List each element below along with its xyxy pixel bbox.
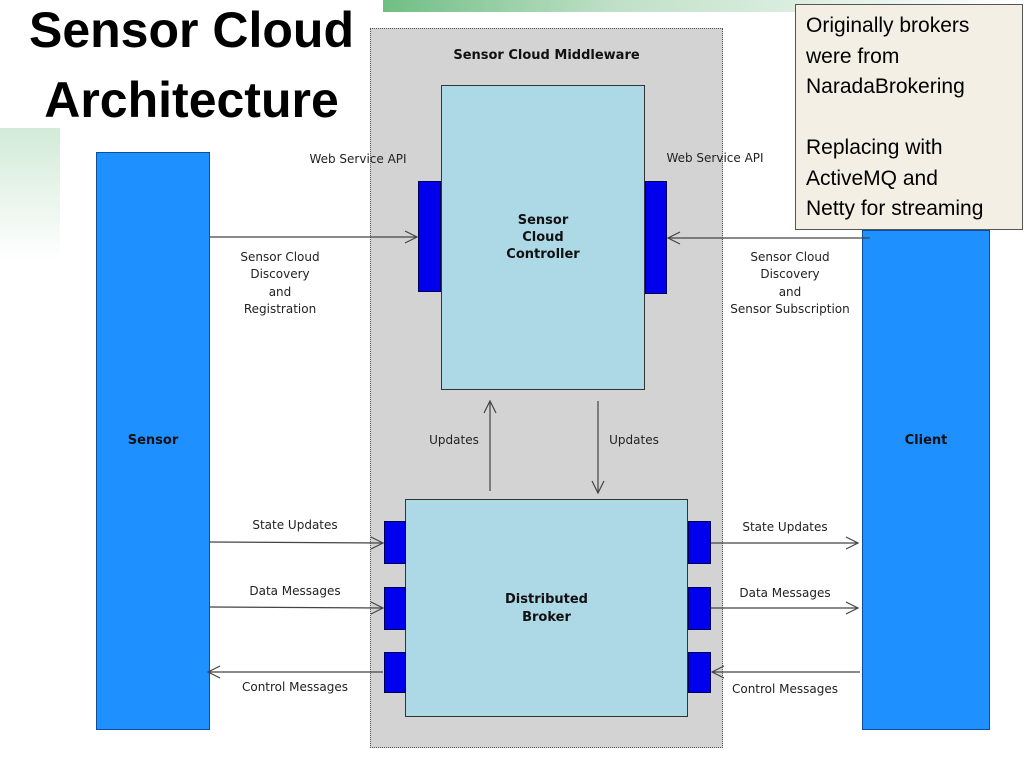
arrow-sensor-state-updates (209, 541, 384, 544)
left-discovery-line-3: and (268, 285, 292, 299)
distributed-broker (405, 499, 688, 717)
right-state-updates-label: State Updates (742, 520, 828, 534)
arrow-head-sensor-to-controller (404, 230, 419, 244)
client-pillar (862, 230, 990, 730)
right-discovery-line-2: Discovery (760, 267, 820, 281)
note-line (806, 103, 1012, 134)
arrow-head-control-to-sensor (206, 665, 221, 679)
note-line: were from (806, 44, 900, 68)
left-discovery-line-1: Sensor Cloud (240, 250, 320, 264)
arrow-head-client-data-messages (845, 601, 860, 615)
arrow-head-client-state-updates (845, 536, 860, 550)
broker-port-right-data (688, 587, 711, 630)
right-control-messages-label: Control Messages (731, 682, 839, 696)
slide-title-line-1: Sensor Cloud (28, 2, 355, 58)
controller-port-right (645, 181, 667, 294)
broker-port-left-data (384, 587, 406, 630)
controller-port-left (418, 181, 441, 292)
note-line: NaradaBrokering (806, 75, 965, 98)
left-discovery-line-2: Discovery (250, 267, 310, 281)
note-box: Originally brokers were from NaradaBroke… (795, 4, 1023, 230)
controller-label-line-1: Sensor (517, 213, 569, 228)
client-label: Client (904, 433, 948, 448)
note-line: ActiveMQ and (806, 166, 938, 190)
left-data-messages-label: Data Messages (249, 584, 341, 598)
right-data-messages-label: Data Messages (739, 586, 831, 600)
broker-port-left-state (384, 521, 406, 564)
sensor-cloud-controller (441, 85, 645, 390)
arrow-head-updates-down (591, 480, 605, 495)
updates-down-label: Updates (609, 433, 659, 447)
sensor-pillar (96, 152, 210, 730)
broker-label-line-1: Distributed (505, 592, 588, 607)
broker-port-left-control (384, 652, 406, 693)
left-state-updates-label: State Updates (252, 518, 338, 532)
sensor-label: Sensor (127, 433, 179, 448)
right-discovery-line-4: Sensor Subscription (730, 302, 850, 316)
arrow-sensor-data-messages (209, 606, 384, 609)
controller-label-line-3: Controller (506, 247, 580, 262)
arrow-head-client-control-messages (710, 665, 725, 679)
left-discovery-line-4: Registration (243, 302, 317, 316)
arrow-head-updates-up (483, 399, 497, 414)
left-control-messages-label: Control Messages (241, 680, 349, 694)
broker-port-right-control (688, 652, 711, 693)
slide-title-line-2: Architecture (44, 72, 339, 128)
right-discovery-line-1: Sensor Cloud (750, 250, 830, 264)
broker-label-line-2: Broker (522, 610, 571, 625)
arrow-head-sensor-state-updates (370, 536, 385, 550)
right-discovery-line-3: and (778, 285, 802, 299)
middleware-label: Sensor Cloud Middleware (453, 48, 640, 63)
web-service-api-left-label: Web Service API (309, 152, 407, 166)
slide-title: Sensor Cloud Architecture (0, 0, 383, 128)
web-service-api-right-label: Web Service API (666, 151, 764, 165)
arrow-head-client-to-controller (666, 231, 681, 245)
note-line: Replacing with (806, 136, 943, 159)
controller-label-line-2: Cloud (522, 230, 564, 245)
note-line: Netty for streaming (806, 197, 984, 220)
updates-up-label: Updates (429, 433, 479, 447)
broker-port-right-state (688, 521, 711, 564)
arrow-head-sensor-data-messages (370, 601, 385, 615)
slide-left-glow (0, 120, 60, 260)
note-line: Originally brokers (806, 14, 970, 37)
